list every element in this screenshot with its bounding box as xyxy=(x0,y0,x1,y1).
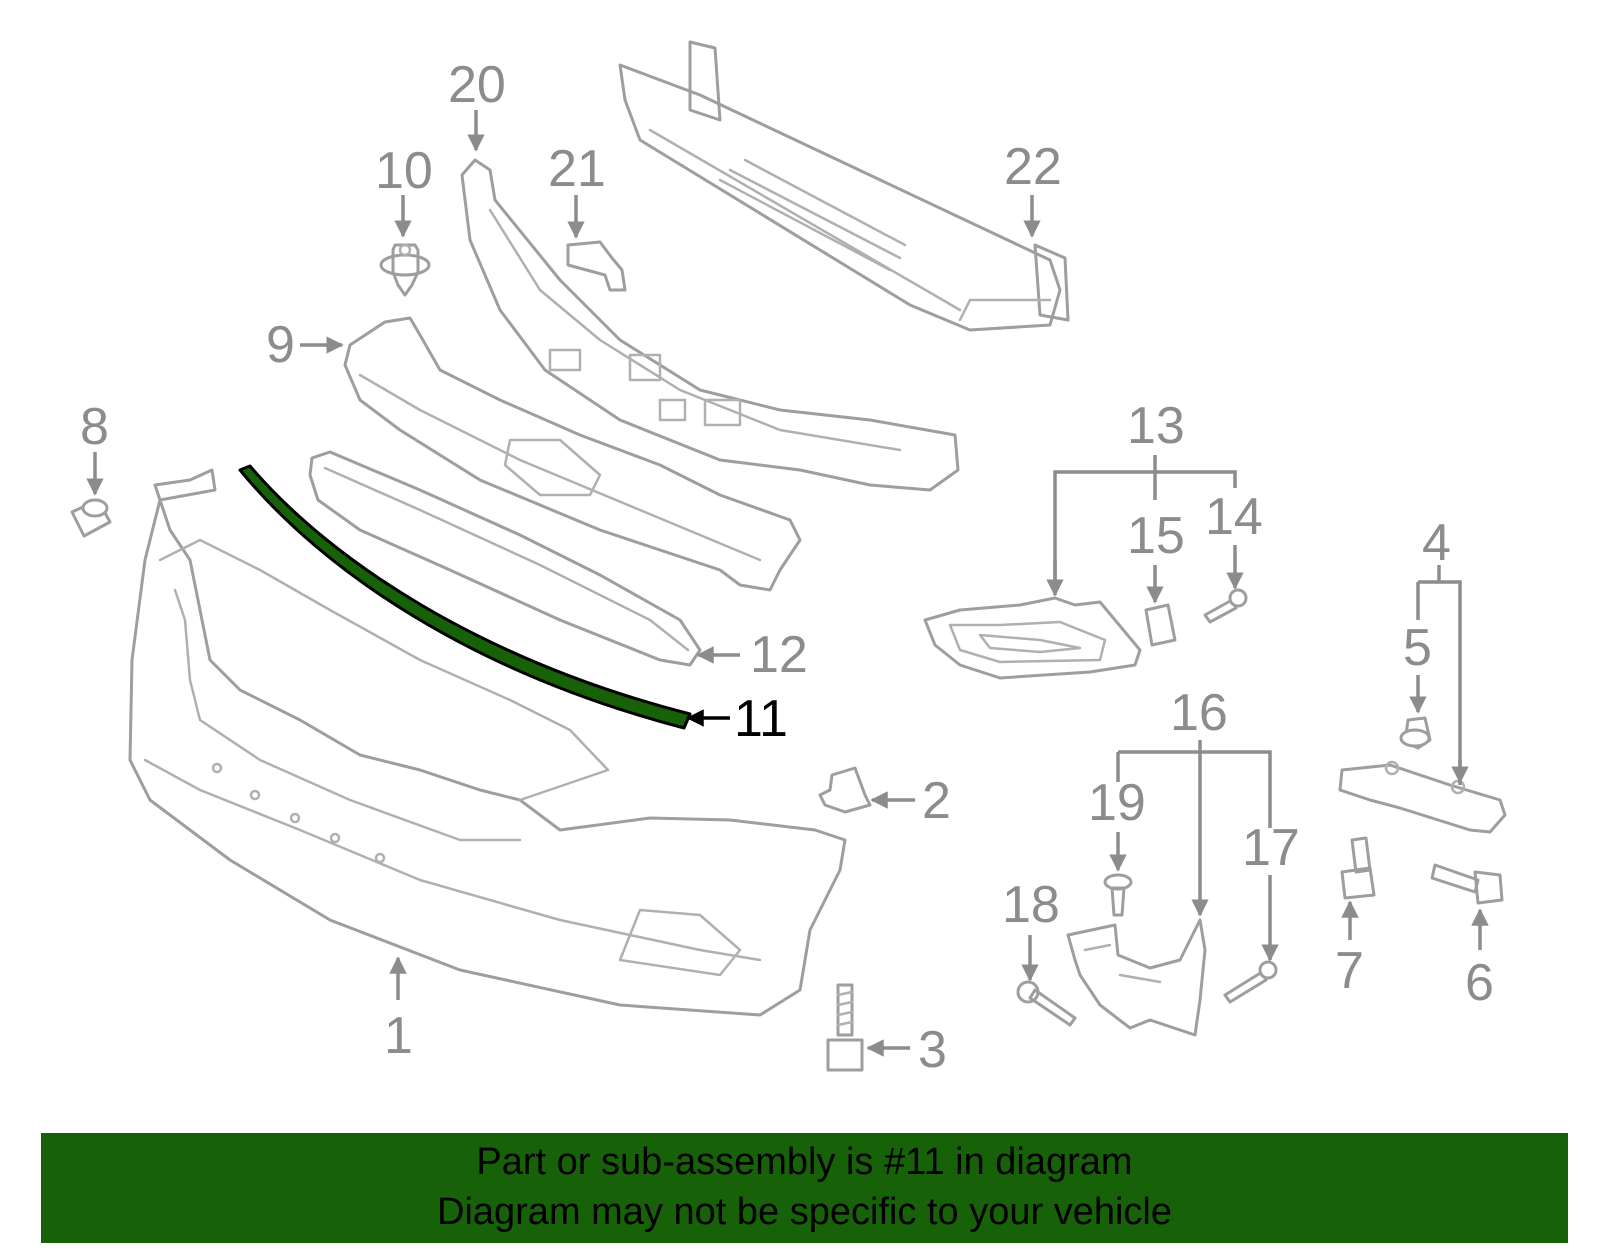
clip-5 xyxy=(1399,716,1432,750)
side-bracket-4 xyxy=(1338,760,1507,834)
lower-bracket-16 xyxy=(1066,918,1207,1037)
callout-19: 19 xyxy=(1088,774,1146,832)
bolt-3 xyxy=(826,983,864,1072)
bracket-21 xyxy=(566,240,627,292)
plug-8 xyxy=(70,498,112,538)
callout-17: 17 xyxy=(1242,819,1300,877)
callout-2: 2 xyxy=(922,772,951,830)
parts-diagram: 20 10 21 22 9 8 13 15 14 4 5 12 11 16 2 … xyxy=(70,40,1507,1079)
bolt-6 xyxy=(1430,863,1504,905)
callout-1: 1 xyxy=(384,1007,413,1065)
energy-absorber xyxy=(460,158,960,492)
callout-8: 8 xyxy=(80,398,109,456)
screw-18 xyxy=(1016,980,1077,1027)
bumper-cover xyxy=(128,468,847,1017)
callout-14: 14 xyxy=(1205,488,1263,546)
callout-18: 18 xyxy=(1002,876,1060,934)
callout-21: 21 xyxy=(548,140,606,198)
callout-9: 9 xyxy=(266,316,295,374)
callout-5: 5 xyxy=(1403,619,1432,677)
callout-3: 3 xyxy=(918,1021,947,1079)
callout-22: 22 xyxy=(1004,138,1062,196)
callout-11: 11 xyxy=(734,690,788,748)
callout-labels: 20 10 21 22 9 8 13 15 14 4 5 12 11 16 2 … xyxy=(80,56,1494,1079)
bumper-upper-bracket xyxy=(343,316,802,592)
nut-clip-2 xyxy=(818,766,872,814)
callout-10: 10 xyxy=(375,142,433,200)
banner-line-part: Part or sub-assembly is #11 in diagram xyxy=(476,1141,1133,1183)
callout-6: 6 xyxy=(1465,954,1494,1012)
bolt-7 xyxy=(1340,836,1376,900)
lower-grille-12 xyxy=(308,450,702,667)
banner-line-disclaimer: Diagram may not be specific to your vehi… xyxy=(437,1191,1172,1233)
clip-15 xyxy=(1144,603,1177,647)
fog-lamp-bezel-13 xyxy=(923,596,1142,680)
push-clip-10 xyxy=(379,243,431,297)
clip-19 xyxy=(1103,873,1133,917)
screw-14 xyxy=(1203,588,1248,624)
bumper-reinforcement-beam xyxy=(618,40,1070,332)
callout-4: 4 xyxy=(1422,514,1451,572)
callout-20: 20 xyxy=(448,56,506,114)
callout-15: 15 xyxy=(1127,507,1185,565)
callout-13: 13 xyxy=(1127,397,1185,455)
callout-7: 7 xyxy=(1335,942,1364,1000)
callout-16: 16 xyxy=(1170,684,1228,742)
callout-12: 12 xyxy=(750,626,808,684)
screw-17 xyxy=(1223,960,1278,1004)
info-banner: Part or sub-assembly is #11 in diagram D… xyxy=(41,1133,1568,1243)
leader-lines xyxy=(86,110,1489,1057)
